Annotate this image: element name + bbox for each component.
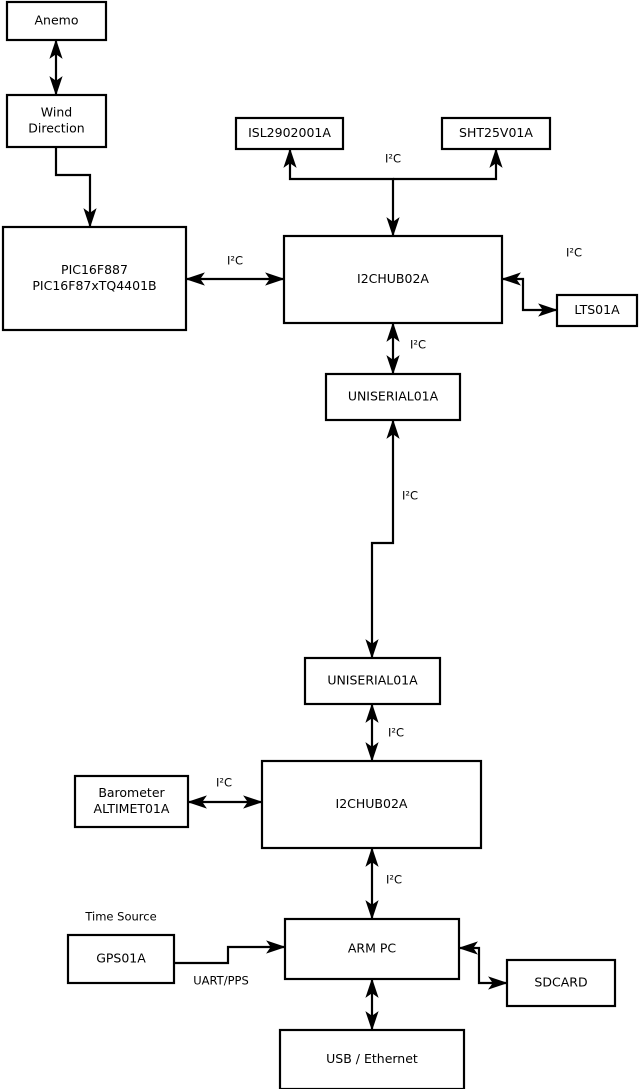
node-label: I2CHUB02A <box>357 271 429 286</box>
node-label: ALTIMET01A <box>94 801 170 816</box>
edge-line <box>174 940 286 965</box>
node-label: USB / Ethernet <box>326 1051 418 1066</box>
node-label: Direction <box>28 121 84 136</box>
node-label: SHT25V01A <box>459 125 533 140</box>
node-label: UNISERIAL01A <box>327 673 418 688</box>
node-arm-pc[interactable]: ARM PC <box>283 917 461 981</box>
edge-line <box>393 148 503 181</box>
edge-gps-armpc: UART/PPS <box>174 940 286 988</box>
node-uniserial-bot[interactable]: UNISERIAL01A <box>303 656 442 706</box>
edge-label: I²C <box>386 873 402 887</box>
edge-label: I²C <box>388 726 404 740</box>
node-label: PIC16F87xTQ4401B <box>32 278 156 293</box>
node-box[interactable] <box>303 656 442 706</box>
edge-label: I²C <box>227 254 243 268</box>
node-gps01a[interactable]: GPS01A <box>66 933 176 985</box>
node-box[interactable] <box>555 293 639 328</box>
node-label: Anemo <box>35 13 79 28</box>
node-lts01a[interactable]: LTS01A <box>555 293 639 328</box>
node-label: I2CHUB02A <box>336 796 408 811</box>
node-usb-ethernet[interactable]: USB / Ethernet <box>278 1028 466 1089</box>
node-label: Barometer <box>98 785 165 800</box>
node-box[interactable] <box>5 0 108 42</box>
edge-i2chub-top-lts01a: I²C <box>501 246 582 317</box>
edge-line <box>365 419 400 659</box>
node-sdcard[interactable]: SDCARD <box>505 958 617 1008</box>
edge-label: I²C <box>402 489 418 503</box>
node-uniserial-top[interactable]: UNISERIAL01A <box>324 372 462 422</box>
node-i2chub-bot[interactable]: I2CHUB02A <box>260 759 483 850</box>
edges-layer: I²C I²C I²C I²C I²C I²C I²C I²C UART/PPS <box>49 39 582 1031</box>
edge-line <box>501 272 558 317</box>
node-box[interactable] <box>440 116 552 151</box>
edge-line <box>283 148 400 237</box>
node-box[interactable] <box>283 917 461 981</box>
edge-line <box>458 941 508 990</box>
edge-label: I²C <box>216 776 232 790</box>
edge-barometer-i2chub-bot: I²C <box>187 776 263 809</box>
node-box[interactable] <box>234 116 345 151</box>
edge-label: UART/PPS <box>193 974 249 988</box>
node-box[interactable] <box>282 234 504 325</box>
node-box[interactable] <box>73 774 190 829</box>
node-box[interactable] <box>5 93 108 149</box>
edge-uniserial-i2chub-bot: I²C <box>365 703 404 762</box>
edge-label: I²C <box>566 246 582 260</box>
edge-label: I²C <box>410 338 426 352</box>
edge-label: I²C <box>385 152 401 166</box>
edge-i2chub-top-sensors: I²C <box>283 148 401 237</box>
node-box[interactable] <box>260 759 483 850</box>
node-box[interactable] <box>1 225 188 332</box>
node-label: LTS01A <box>574 302 620 317</box>
label-time-source: Time Source <box>84 910 156 924</box>
node-box[interactable] <box>278 1028 466 1089</box>
node-box[interactable] <box>66 933 176 985</box>
edge-armpc-sdcard <box>458 941 508 990</box>
node-box[interactable] <box>324 372 462 422</box>
node-box[interactable] <box>505 958 617 1008</box>
node-isl2902001a[interactable]: ISL2902001A <box>234 116 345 151</box>
edge-i2chub-top-sht25 <box>393 148 503 181</box>
node-label: Wind <box>41 105 72 120</box>
node-i2chub-top[interactable]: I2CHUB02A <box>282 234 504 325</box>
node-sht25v01a[interactable]: SHT25V01A <box>440 116 552 151</box>
node-label: GPS01A <box>96 951 146 966</box>
node-label: UNISERIAL01A <box>348 389 439 404</box>
edge-i2chub-bot-armpc: I²C <box>365 847 402 920</box>
edge-uniserial-link: I²C <box>365 419 418 659</box>
edge-pic-i2chub-top: I²C <box>185 254 285 286</box>
node-label: ARM PC <box>348 941 397 956</box>
free-labels-layer: Time Source <box>84 910 156 924</box>
node-label: SDCARD <box>534 975 587 990</box>
node-label: ISL2902001A <box>248 125 331 140</box>
edge-i2chub-top-uniserial: I²C <box>386 322 426 375</box>
node-anemo[interactable]: Anemo <box>5 0 108 42</box>
node-label: PIC16F887 <box>61 262 128 277</box>
